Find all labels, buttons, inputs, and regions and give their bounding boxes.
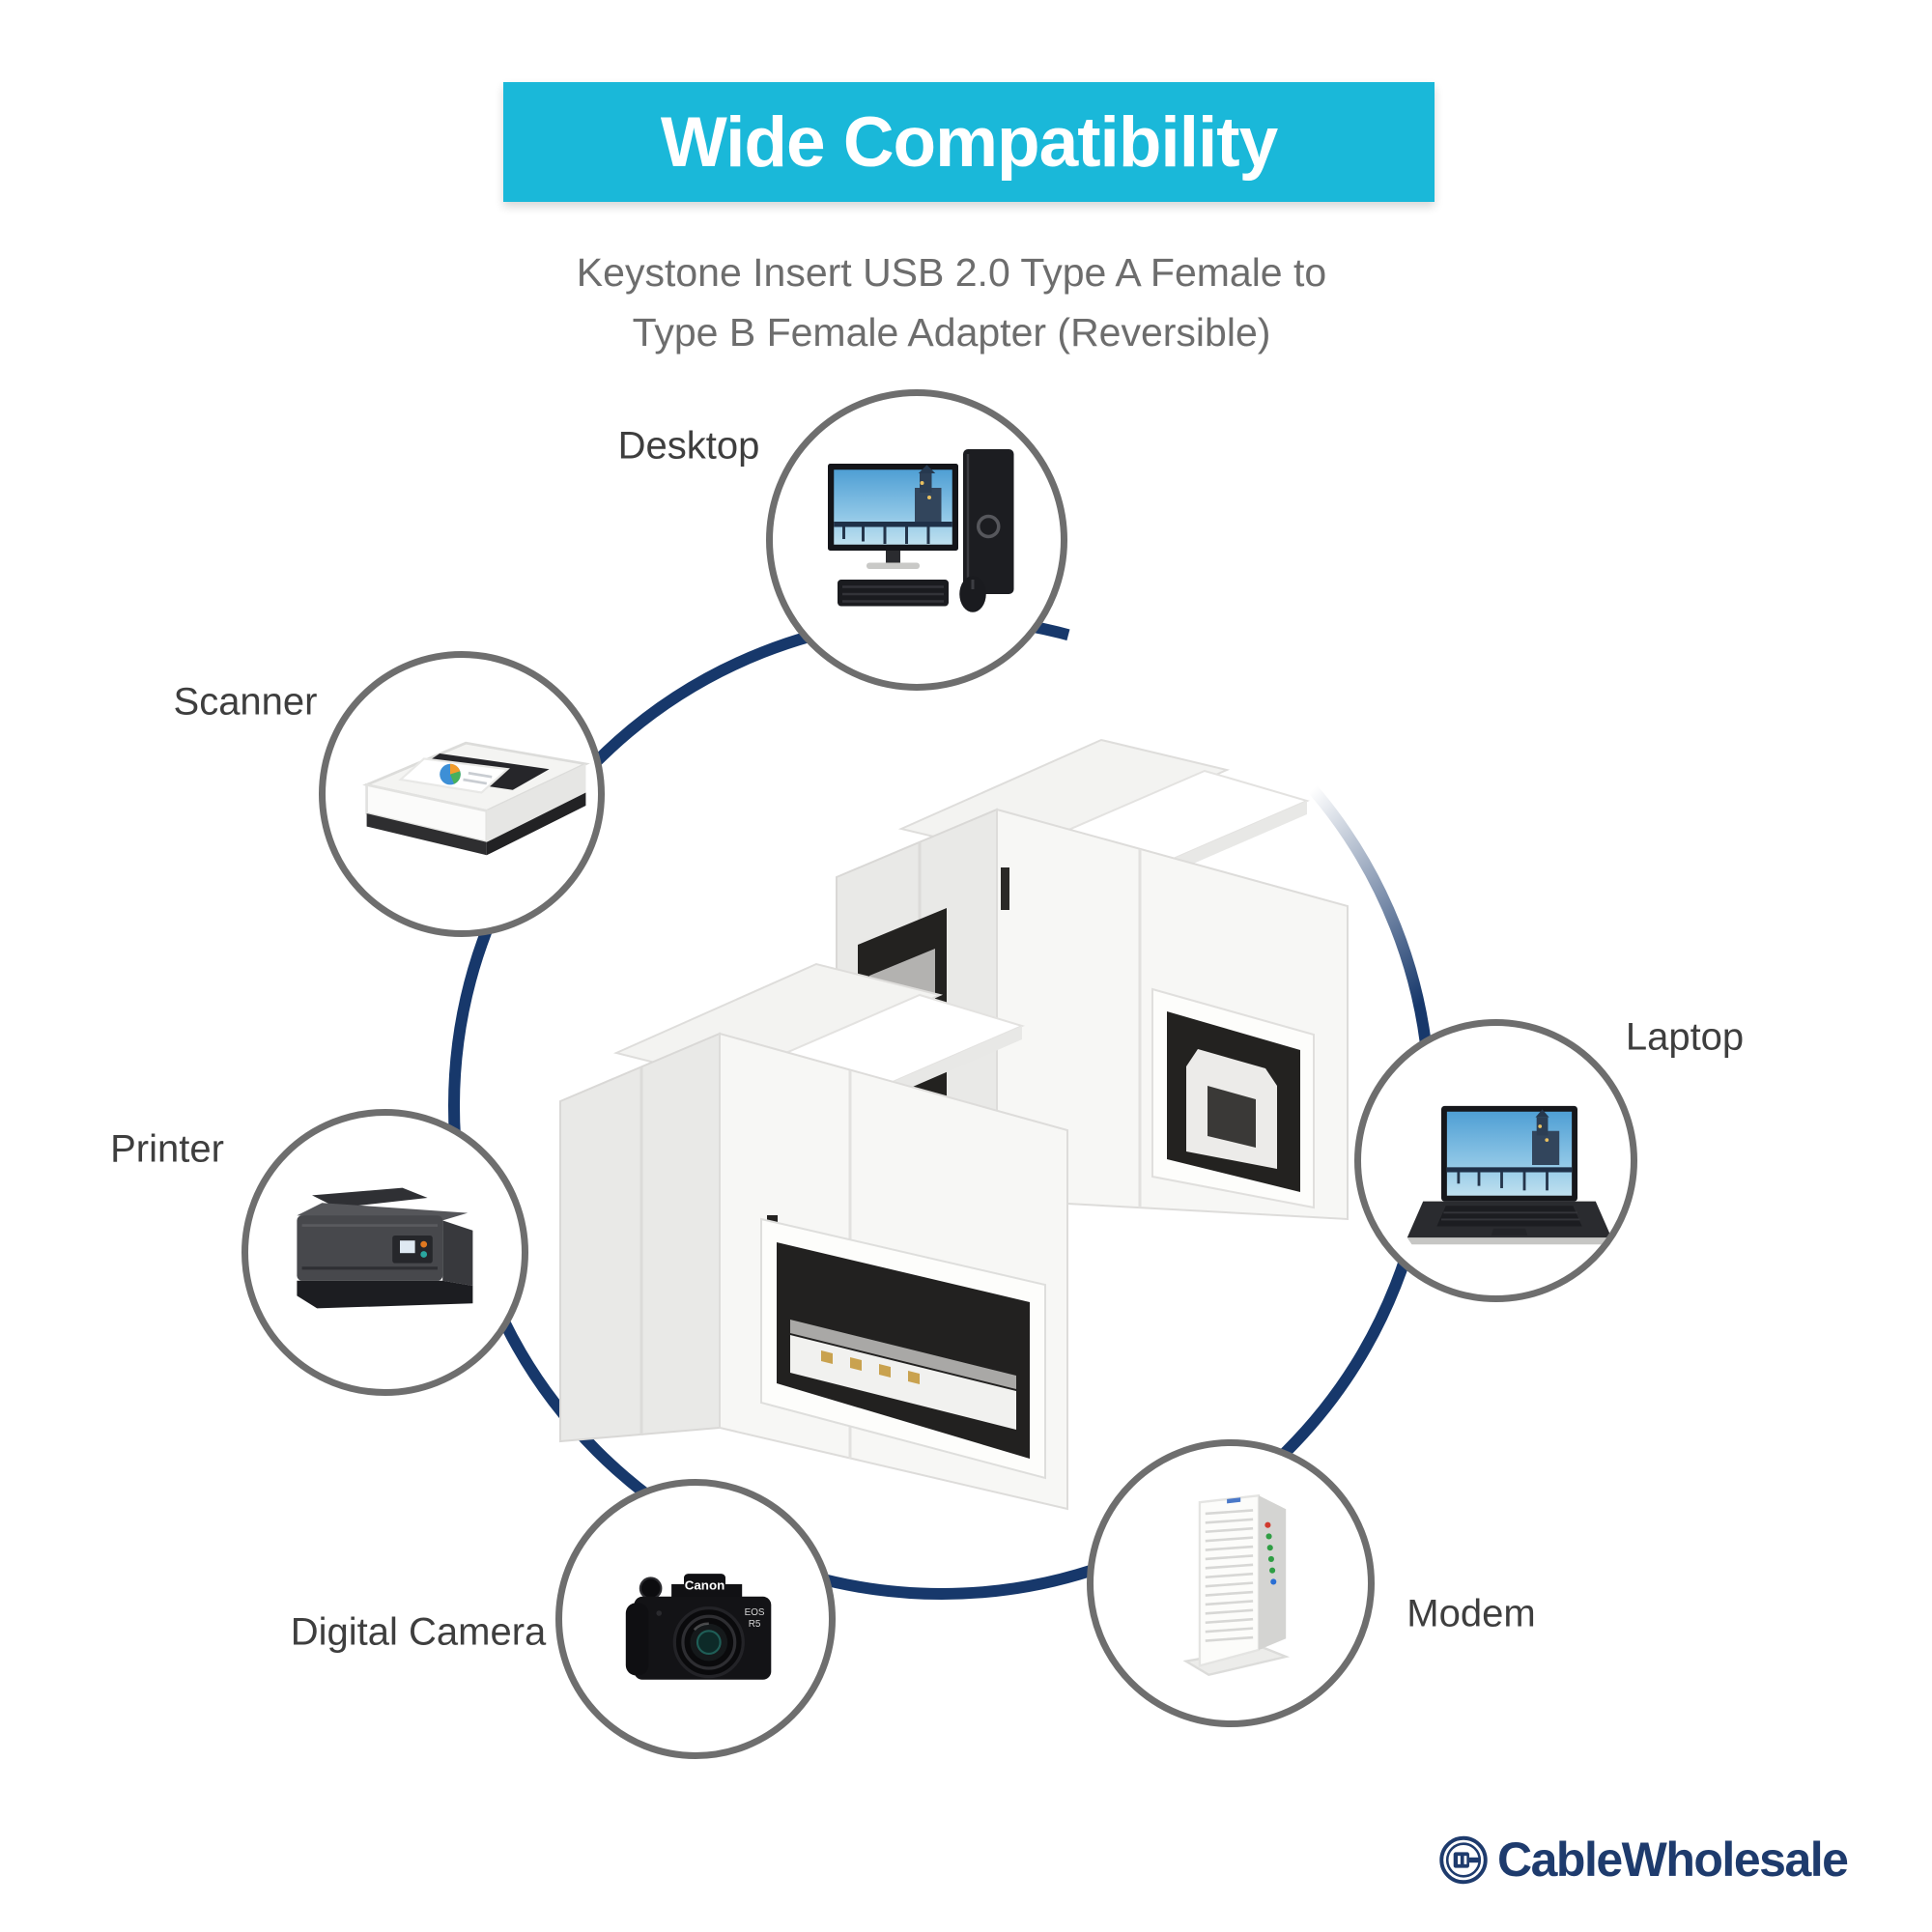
brand-logo: CableWholesale	[1438, 1832, 1849, 1888]
printer-icon	[297, 1187, 473, 1309]
label-modem: Modem	[1406, 1592, 1536, 1635]
digital-camera-icon: Canon EOS R5	[625, 1574, 772, 1680]
device-circle-scanner	[319, 651, 605, 937]
device-circle-desktop	[766, 389, 1067, 691]
label-printer: Printer	[110, 1127, 224, 1171]
label-desktop: Desktop	[617, 424, 760, 468]
usb-keystone-adapter-front	[559, 962, 1068, 1511]
label-scanner: Scanner	[173, 680, 318, 724]
page-title: Wide Compatibility	[660, 102, 1278, 182]
ring-fade-segment	[1065, 626, 1428, 1007]
subtitle-line-2: Type B Female Adapter (Reversible)	[632, 310, 1271, 355]
label-laptop: Laptop	[1625, 1015, 1745, 1059]
brand-logo-text: CableWholesale	[1497, 1833, 1849, 1887]
device-circle-laptop	[1354, 1019, 1637, 1302]
desktop-computer-icon	[828, 449, 1014, 612]
device-circle-modem	[1087, 1439, 1375, 1727]
modem-icon	[1182, 1493, 1291, 1677]
label-digital-camera: Digital Camera	[290, 1610, 547, 1654]
camera-brand-text: Canon	[685, 1577, 724, 1592]
device-circle-printer	[242, 1109, 528, 1396]
camera-model-text-1: EOS	[745, 1607, 765, 1618]
camera-model-text-2: R5	[749, 1619, 761, 1630]
modem-led-lights	[1264, 1521, 1277, 1585]
cablewholesale-plug-icon	[1439, 1835, 1488, 1884]
laptop-icon	[1406, 1105, 1612, 1245]
subtitle-line-1: Keystone Insert USB 2.0 Type A Female to	[576, 250, 1327, 295]
product-subtitle: Keystone Insert USB 2.0 Type A Female to…	[0, 242, 1903, 362]
scanner-icon	[362, 741, 590, 856]
device-circle-digital-camera: Canon EOS R5	[555, 1479, 836, 1759]
title-banner: Wide Compatibility	[503, 82, 1435, 202]
